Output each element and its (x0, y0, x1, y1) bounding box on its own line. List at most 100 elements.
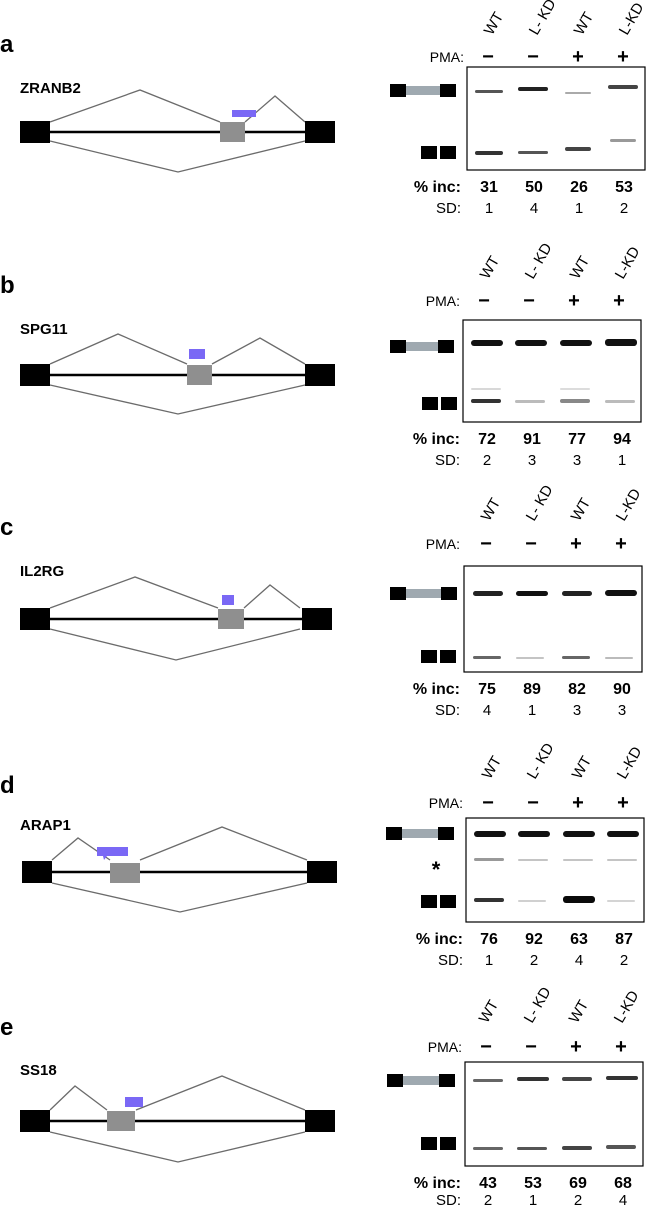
lane-label: L- KD (526, 0, 560, 38)
gel-band (606, 1145, 636, 1149)
lane-label: WT (567, 253, 593, 282)
pma-label: PMA: (430, 49, 464, 65)
downstream-exon (305, 1110, 335, 1132)
pma-sign: − (480, 533, 492, 555)
sd-value: 4 (483, 702, 491, 719)
pma-sign: − (480, 1036, 492, 1058)
skipping-junction (49, 1131, 306, 1163)
sd-value: 2 (574, 1192, 582, 1207)
lane-label: L- KD (521, 984, 555, 1026)
inclusion-junction-downstream (244, 95, 306, 123)
binding-site (232, 110, 256, 117)
lane-labels: WT L- KD WT L-KD (478, 482, 645, 524)
gel-band (517, 1077, 549, 1081)
lane-label: WT (477, 253, 503, 282)
pct-inc-value: 75 (478, 681, 496, 698)
pct-inc-value: 53 (615, 179, 633, 196)
skipping-isoform-icon (421, 650, 456, 663)
upstream-exon (20, 608, 50, 630)
panel-letter: a (0, 31, 14, 58)
downstream-exon (305, 121, 335, 143)
lane-label: WT (569, 753, 595, 782)
pma-sign: − (523, 290, 535, 312)
pma-sign: + (570, 533, 582, 555)
pct-inc-value: 72 (478, 431, 496, 448)
pct-inc-value: 82 (568, 681, 586, 698)
gel-band (473, 591, 503, 596)
lane-label: L- KD (522, 240, 556, 282)
lane-label: L- KD (524, 740, 558, 782)
inclusion-junction-downstream (243, 584, 301, 609)
sd-value: 4 (530, 200, 538, 217)
pma-label: PMA: (429, 795, 463, 811)
sd-value: 2 (483, 452, 491, 469)
pma-sign: − (478, 290, 490, 312)
inc-label: % inc: (413, 431, 460, 448)
sd-value: 3 (573, 452, 581, 469)
gel-band (473, 1147, 503, 1150)
lane-label: WT (479, 753, 505, 782)
pma-sign: − (527, 46, 539, 68)
gene-diagram (20, 576, 332, 661)
inclusion-junction-downstream (135, 1075, 306, 1111)
sd-value: 3 (618, 702, 626, 719)
lane-labels: WT L- KD WT L-KD (477, 240, 644, 282)
lane-label: L-KD (616, 0, 648, 38)
pct-inc-value: 63 (570, 931, 588, 948)
sd-label: SD: (436, 200, 461, 217)
sd-label: SD: (435, 702, 460, 719)
panel-c: c IL2RG WT L- KD WT (0, 482, 645, 719)
inclusion-isoform-icon (390, 84, 456, 97)
alternative-exon (110, 863, 140, 883)
sd-value: 4 (575, 952, 583, 969)
sd-value: 1 (575, 200, 583, 217)
gel-legend (390, 84, 456, 159)
binding-site (189, 349, 205, 359)
lane-label: WT (478, 495, 504, 524)
pct-inc-value: 87 (615, 931, 633, 948)
lane-labels: WT L- KD WT L-KD (476, 984, 643, 1026)
gel-band (607, 831, 639, 837)
gene-name: SPG11 (20, 321, 68, 338)
sd-value: 2 (484, 1192, 492, 1207)
sd-value: 1 (529, 1192, 537, 1207)
inclusion-isoform-icon (386, 827, 454, 840)
panel-e: e SS18 WT L- KD WT (0, 984, 644, 1207)
sd-value: 3 (573, 702, 581, 719)
inc-label: % inc: (414, 179, 461, 196)
inclusion-junction-downstream (211, 337, 306, 365)
skipping-isoform-icon (421, 895, 456, 908)
pma-sign: + (568, 290, 580, 312)
gel-band (562, 591, 592, 596)
skipping-junction (49, 140, 306, 173)
skipping-isoform-icon (422, 397, 457, 410)
gel-legend (390, 340, 457, 410)
gel-band (475, 90, 503, 93)
skipping-isoform-icon (421, 1137, 456, 1150)
downstream-exon (307, 861, 337, 883)
pma-label: PMA: (426, 536, 460, 552)
skipping-junction (49, 628, 301, 661)
gel-band (565, 92, 591, 94)
panel-letter: e (0, 1014, 13, 1041)
gel-band (605, 400, 635, 403)
pma-sign: − (482, 46, 494, 68)
lane-label: WT (566, 997, 592, 1026)
lane-label: L-KD (611, 988, 643, 1026)
gel-band (515, 400, 545, 403)
inclusion-junction-upstream (49, 89, 221, 123)
gel-band (474, 898, 504, 902)
gel-band (515, 340, 547, 346)
inclusion-isoform-icon (387, 1074, 455, 1087)
gel-band (518, 87, 548, 91)
gel-band (563, 831, 595, 837)
panel-d: d ARAP1 * WT L- KD (0, 740, 646, 969)
gel-image (463, 565, 643, 673)
gel-band (473, 1079, 503, 1082)
pct-inc-value: 92 (525, 931, 543, 948)
pma-sign: − (525, 1036, 537, 1058)
alternative-exon (220, 122, 245, 142)
inc-label: % inc: (413, 681, 460, 698)
gene-name: ZRANB2 (20, 80, 81, 97)
